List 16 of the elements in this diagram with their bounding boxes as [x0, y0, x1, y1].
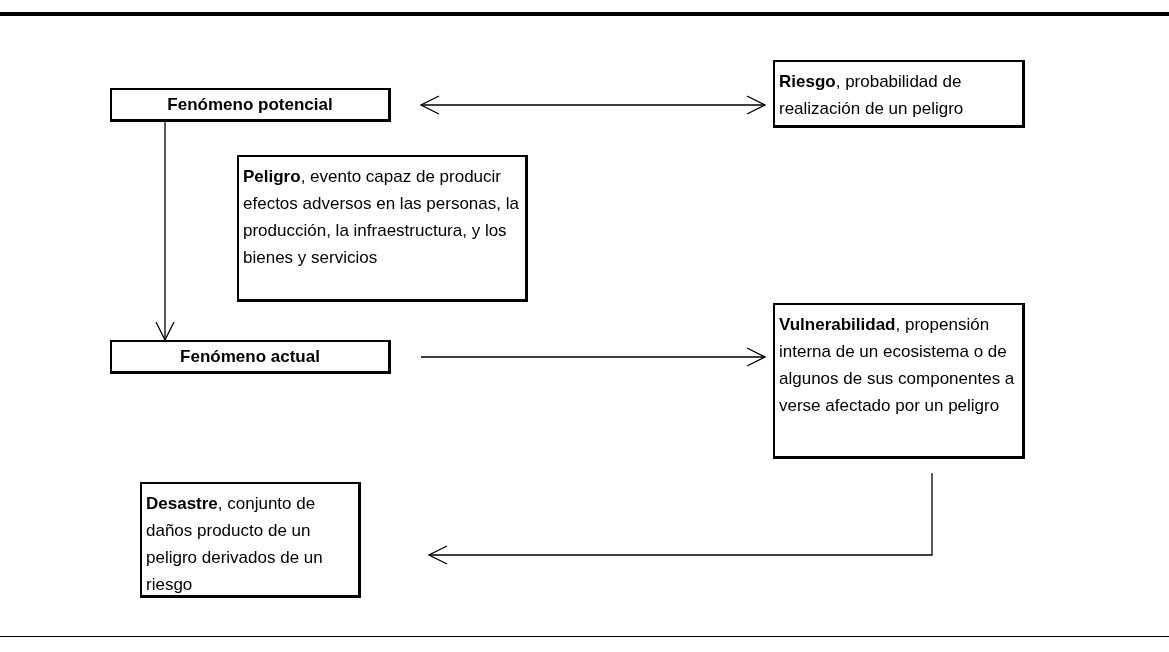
definition-box: [140, 482, 361, 598]
term-label: Fenómeno potencial: [167, 94, 333, 116]
arrow: [420, 347, 766, 367]
definition-box: [237, 155, 528, 302]
definition-text: Vulnerabilidad, propensión interna de un ecosistema o de algunos de sus componentes a verse afectado por un peligro: [779, 314, 1016, 417]
term-box: [110, 340, 391, 374]
arrow: [428, 472, 933, 565]
definition-text: Peligro, evento capaz de producir efectos adversos en las personas, la producción, la infraestructura, y los bienes y servicios: [243, 166, 520, 269]
definition-box: [773, 60, 1025, 128]
arrow: [420, 95, 766, 115]
definition-box: [773, 303, 1025, 459]
definition-text: Riesgo, probabilidad de realización de un peligro: [779, 71, 965, 120]
term-box: [110, 88, 391, 122]
definition-text: Desastre, conjunto de daños producto de un peligro derivados de un riesgo: [146, 493, 324, 596]
arrow: [155, 121, 175, 341]
term-label: Fenómeno actual: [180, 346, 320, 368]
